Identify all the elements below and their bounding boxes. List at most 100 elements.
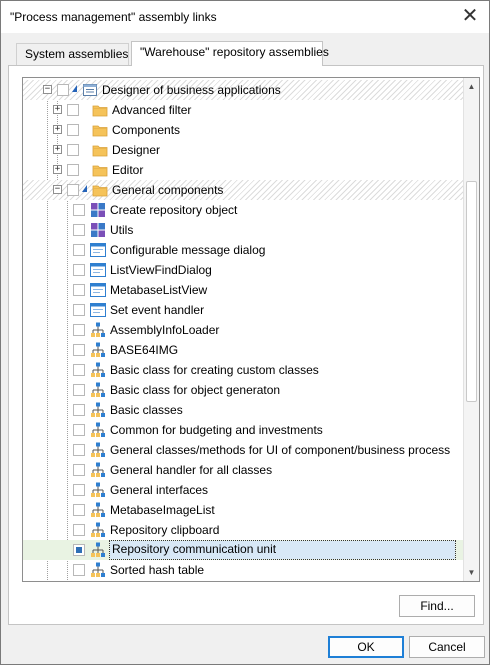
tree-row[interactable]: MetabaseImageList xyxy=(23,500,463,520)
tree-row[interactable]: Configurable message dialog xyxy=(23,240,463,260)
tree-row[interactable]: General interfaces xyxy=(23,480,463,500)
tree-node-label: Repository clipboard xyxy=(110,523,220,537)
title-bar: "Process management" assembly links ✕ xyxy=(1,1,489,33)
vertical-scrollbar[interactable]: ▲ ▼ xyxy=(463,78,479,581)
tree-row[interactable]: + Designer xyxy=(23,140,463,160)
node-checkbox[interactable] xyxy=(73,404,85,416)
tree-guide-line xyxy=(47,90,48,581)
tab-repository-assemblies[interactable]: "Warehouse" repository assemblies xyxy=(131,41,329,66)
folder-window-icon xyxy=(82,82,98,98)
expand-icon[interactable]: + xyxy=(53,164,62,174)
node-checkbox[interactable] xyxy=(73,524,85,536)
tree-row[interactable]: General handler for all classes xyxy=(23,460,463,480)
ok-button[interactable]: OK xyxy=(328,636,404,658)
node-checkbox[interactable] xyxy=(67,144,79,156)
tree-row[interactable]: Sorted hash table xyxy=(23,560,463,580)
tree-row-selected[interactable]: Repository communication unit xyxy=(23,540,463,560)
unit-icon xyxy=(90,402,106,418)
node-checkbox[interactable] xyxy=(73,304,85,316)
collapse-icon[interactable]: − xyxy=(43,84,52,94)
node-checkbox[interactable] xyxy=(67,184,79,196)
node-checkbox[interactable] xyxy=(73,324,85,336)
node-checkbox[interactable] xyxy=(67,164,79,176)
tree-row[interactable]: −General components xyxy=(23,180,463,200)
tree-node-label: Utils xyxy=(110,223,134,237)
form-icon xyxy=(90,262,106,278)
tree-row[interactable]: Set event handler xyxy=(23,300,463,320)
tree-row[interactable]: General classes/methods for UI of compon… xyxy=(23,440,463,460)
tree-row[interactable]: BASE64IMG xyxy=(23,340,463,360)
form-icon xyxy=(90,282,106,298)
tree-row[interactable]: Basic class for object generaton xyxy=(23,380,463,400)
unit-icon xyxy=(90,522,106,538)
tree-node-label: BASE64IMG xyxy=(110,343,179,357)
tree-node-label: MetabaseImageList xyxy=(110,503,215,517)
tree-node-label: AssemblyInfoLoader xyxy=(110,323,220,337)
folder-icon xyxy=(92,182,108,198)
expand-icon[interactable]: + xyxy=(53,124,62,134)
unit-icon xyxy=(90,422,106,438)
unit-icon xyxy=(90,562,106,578)
tree-row[interactable]: Repository clipboard xyxy=(23,520,463,540)
tree-row[interactable]: Utils xyxy=(23,220,463,240)
scroll-up-arrow-icon[interactable]: ▲ xyxy=(467,82,476,91)
scroll-down-arrow-icon[interactable]: ▼ xyxy=(467,568,476,577)
close-icon[interactable]: ✕ xyxy=(461,5,479,27)
collapse-icon[interactable]: − xyxy=(53,184,62,194)
tree-node-label: General classes/methods for UI of compon… xyxy=(110,443,451,457)
node-checkbox[interactable] xyxy=(73,424,85,436)
node-checkbox[interactable] xyxy=(73,364,85,376)
tree-node-label: Common for budgeting and investments xyxy=(110,423,323,437)
node-checkbox[interactable] xyxy=(73,264,85,276)
tree-node-label: Editor xyxy=(112,163,144,177)
node-checkbox[interactable] xyxy=(73,544,85,556)
node-checkbox[interactable] xyxy=(73,464,85,476)
dialog-title: "Process management" assembly links xyxy=(10,10,217,24)
node-checkbox[interactable] xyxy=(57,84,69,96)
expand-icon[interactable]: + xyxy=(53,104,62,114)
cancel-button[interactable]: Cancel xyxy=(409,636,485,658)
node-checkbox[interactable] xyxy=(73,344,85,356)
expanded-triangle-icon xyxy=(82,185,87,192)
assembly-tree[interactable]: − Designer of business applications + Advan… xyxy=(22,77,480,582)
tree-row[interactable]: Common for budgeting and investments xyxy=(23,420,463,440)
tree-row[interactable]: + Advanced filter xyxy=(23,100,463,120)
tree-row[interactable]: Basic class for creating custom classes xyxy=(23,360,463,380)
tree-node-label: Sorted hash table xyxy=(110,563,205,577)
tree-row[interactable]: Basic classes xyxy=(23,400,463,420)
tab-system-assemblies[interactable]: System assemblies xyxy=(16,43,129,65)
node-checkbox[interactable] xyxy=(67,104,79,116)
unit-icon xyxy=(90,462,106,478)
node-checkbox[interactable] xyxy=(73,384,85,396)
tree-node-label: Designer xyxy=(112,143,161,157)
tree-row[interactable]: + Editor xyxy=(23,160,463,180)
tree-node-label: Set event handler xyxy=(110,303,205,317)
node-checkbox[interactable] xyxy=(73,244,85,256)
form-icon xyxy=(90,242,106,258)
form-icon xyxy=(90,302,106,318)
node-checkbox[interactable] xyxy=(73,504,85,516)
tree-row[interactable]: ListViewFindDialog xyxy=(23,260,463,280)
node-checkbox[interactable] xyxy=(73,224,85,236)
expand-icon[interactable]: + xyxy=(53,144,62,154)
node-checkbox[interactable] xyxy=(73,204,85,216)
tree-row[interactable]: AssemblyInfoLoader xyxy=(23,320,463,340)
tree-row[interactable]: MetabaseListView xyxy=(23,280,463,300)
node-checkbox[interactable] xyxy=(73,284,85,296)
tree-node-label: Advanced filter xyxy=(112,103,192,117)
scroll-thumb[interactable] xyxy=(466,181,477,402)
tree-node-label: Basic class for object generaton xyxy=(110,383,281,397)
node-checkbox[interactable] xyxy=(67,124,79,136)
tree-row[interactable]: − Designer of business applications xyxy=(23,80,463,100)
tree-row[interactable]: Create repository object xyxy=(23,200,463,220)
tree-row[interactable]: +Components xyxy=(23,120,463,140)
folder-icon xyxy=(92,122,108,138)
node-checkbox[interactable] xyxy=(73,484,85,496)
node-checkbox[interactable] xyxy=(73,444,85,456)
folder-icon xyxy=(92,142,108,158)
tree-node-label: Designer of business applications xyxy=(102,83,281,97)
node-checkbox[interactable] xyxy=(73,564,85,576)
find-button[interactable]: Find... xyxy=(399,595,475,617)
tree-guide-line xyxy=(67,190,68,581)
